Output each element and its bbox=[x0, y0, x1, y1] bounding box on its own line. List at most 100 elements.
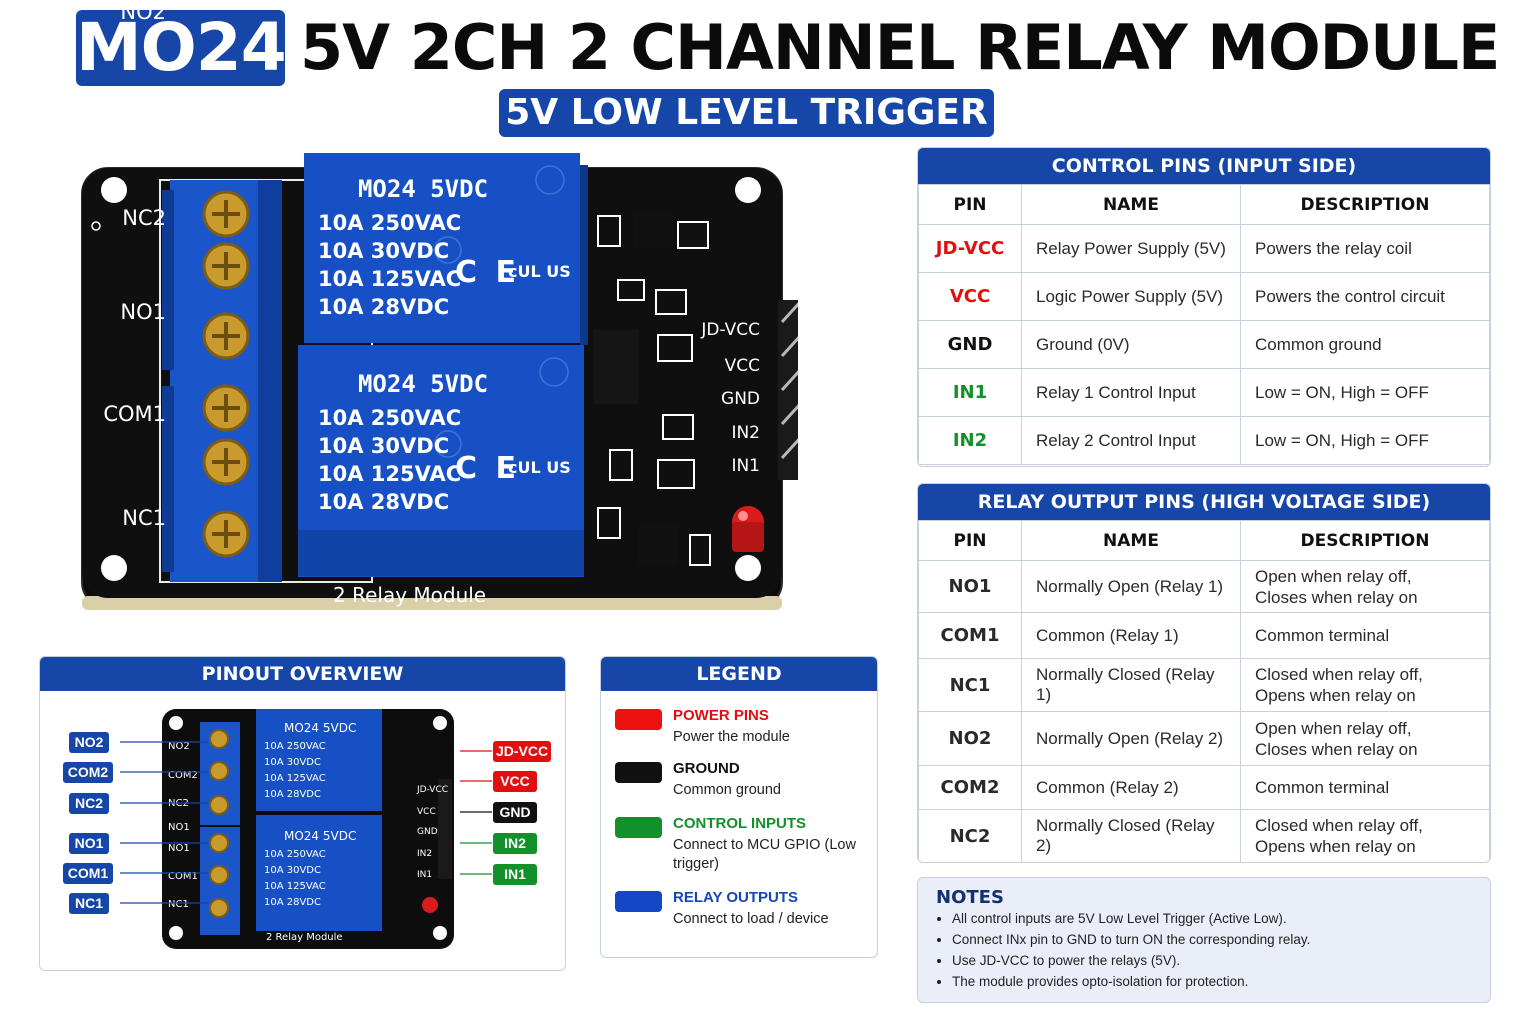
relay-output-title: RELAY OUTPUT PINS (HIGH VOLTAGE SIDE) bbox=[918, 484, 1490, 520]
page-title: 5V 2CH 2 CHANNEL RELAY MODULE bbox=[300, 11, 1500, 84]
pinout-relay-spec: 10A 125VAC bbox=[264, 881, 326, 892]
pinout-tag-gnd: GND bbox=[493, 802, 537, 823]
legend-item: RELAY OUTPUTS Connect to load / device bbox=[615, 889, 865, 939]
pinout-board-pin-label: IN2 bbox=[417, 849, 433, 859]
legend-item-desc: Connect to MCU GPIO (Low trigger) bbox=[673, 837, 856, 872]
terminal-screw bbox=[209, 833, 229, 853]
description-line-2: Closes when relay on bbox=[1255, 739, 1418, 759]
pinout-tag-no2: NO2 bbox=[69, 732, 109, 753]
brand-badge: MO24 bbox=[76, 9, 287, 86]
legend-swatch bbox=[615, 891, 662, 912]
relay-spec-line: 10A 30VDC bbox=[318, 434, 450, 458]
name-cell: Ground (0V) bbox=[1021, 320, 1241, 369]
legend-swatch bbox=[615, 817, 662, 838]
description-cell: Low = ON, High = OFF bbox=[1240, 416, 1490, 465]
pinout-board-label: NC1 bbox=[168, 899, 189, 910]
board-pin-label-in2: IN2 bbox=[731, 423, 760, 443]
relay-top-model: MO24 5VDC bbox=[357, 175, 489, 203]
description-line-2: Closes when relay on bbox=[1255, 587, 1418, 607]
note-item: The module provides opto-isolation for p… bbox=[952, 971, 1310, 992]
board-bottom-label: 2 Relay Module bbox=[333, 583, 487, 607]
description-cell: Open when relay off,Closes when relay on bbox=[1240, 711, 1490, 766]
pinout-title: PINOUT OVERVIEW bbox=[40, 657, 565, 691]
pinout-tag-in1: IN1 bbox=[493, 864, 537, 885]
pinout-board-pin-label: VCC bbox=[417, 807, 436, 817]
legend-item-title: CONTROL INPUTS bbox=[673, 815, 807, 832]
pinout-tag-no1: NO1 bbox=[69, 833, 109, 854]
legend-item-desc: Connect to load / device bbox=[673, 911, 829, 927]
relay-spec-line: 10A 250VAC bbox=[318, 406, 462, 430]
relay-bottom-model: MO24 5VDC bbox=[357, 370, 489, 398]
relay-output-table: RELAY OUTPUT PINS (HIGH VOLTAGE SIDE) PI… bbox=[917, 483, 1491, 863]
pinout-leader-lines bbox=[120, 741, 492, 904]
legend-item-desc: Power the module bbox=[673, 729, 790, 745]
pinout-board-label: NO1 bbox=[168, 843, 190, 854]
pinout-relay-spec: 10A 30VDC bbox=[264, 865, 321, 876]
relay-spec-line: 10A 125VAC bbox=[318, 462, 462, 486]
relay-spec-line: 10A 28VDC bbox=[318, 295, 450, 319]
pinout-tag-nc1: NC1 bbox=[69, 893, 109, 914]
board-pin-label-jd-vcc: JD-VCC bbox=[701, 320, 760, 340]
note-item: Connect INx pin to GND to turn ON the co… bbox=[952, 929, 1310, 950]
relay-board-illustration bbox=[81, 153, 798, 610]
pinout-relay-model: MO24 5VDC bbox=[284, 829, 357, 843]
relay-bottom-body bbox=[298, 345, 584, 577]
board-pin-label-in1: IN1 bbox=[731, 456, 760, 476]
board-label-nc1: NC1 bbox=[122, 506, 166, 530]
description-line-2: Opens when relay on bbox=[1255, 686, 1416, 705]
board-label-com2: COM2 bbox=[103, 104, 166, 128]
col-pin: PIN bbox=[918, 184, 1022, 225]
pin-cell: COM1 bbox=[918, 612, 1022, 659]
board-label-com1: COM1 bbox=[103, 402, 166, 426]
name-cell: Normally Open (Relay 2) bbox=[1021, 711, 1241, 766]
pinout-tag-vcc: VCC bbox=[493, 771, 537, 792]
control-pins-table: CONTROL PINS (INPUT SIDE) PIN NAME DESCR… bbox=[917, 147, 1491, 467]
legend-swatch bbox=[615, 709, 662, 730]
pinout-tag-jd-vcc: JD-VCC bbox=[493, 741, 551, 762]
name-cell: Normally Closed (Relay 1) bbox=[1021, 658, 1241, 712]
description-line-1: Open when relay off, bbox=[1255, 566, 1412, 586]
description-cell: Powers the relay coil bbox=[1240, 224, 1490, 273]
pinout-board-label: COM2 bbox=[168, 770, 198, 781]
name-cell: Relay 2 Control Input bbox=[1021, 416, 1241, 465]
description-line-1: Open when relay off, bbox=[1255, 718, 1412, 738]
terminal-screw bbox=[209, 898, 229, 918]
board-label-no2: NO2 bbox=[120, 0, 166, 24]
legend-item-title: RELAY OUTPUTS bbox=[673, 889, 799, 906]
description-line-1: Common terminal bbox=[1255, 778, 1390, 797]
ul-mark-bottom: cUL US bbox=[508, 458, 571, 477]
pinout-board-label: NO2 bbox=[168, 741, 190, 752]
description-line-1: Closed when relay off, bbox=[1255, 665, 1423, 684]
pinout-relay-model: MO24 5VDC bbox=[284, 721, 357, 735]
notes-list: All control inputs are 5V Low Level Trig… bbox=[936, 908, 1310, 992]
description-cell: Powers the control circuit bbox=[1240, 272, 1490, 321]
pinout-relay-spec: 10A 28VDC bbox=[264, 897, 321, 908]
pinout-relay-spec: 10A 250VAC bbox=[264, 741, 326, 752]
pin-cell: NO2 bbox=[918, 711, 1022, 766]
name-cell: Common (Relay 2) bbox=[1021, 765, 1241, 810]
ce-mark-bottom: C E bbox=[455, 451, 520, 486]
control-pins-title: CONTROL PINS (INPUT SIDE) bbox=[918, 148, 1490, 184]
pinout-board-label: NO1 bbox=[168, 822, 190, 833]
notes-panel: NOTES All control inputs are 5V Low Leve… bbox=[917, 877, 1491, 1003]
pin-cell: NC2 bbox=[918, 809, 1022, 862]
name-cell: Relay 1 Control Input bbox=[1021, 368, 1241, 417]
relay-spec-line: 10A 30VDC bbox=[318, 239, 450, 263]
description-cell: Common terminal bbox=[1240, 612, 1490, 659]
name-cell: Normally Open (Relay 1) bbox=[1021, 560, 1241, 613]
terminal-screw bbox=[209, 729, 229, 749]
name-cell: Relay Power Supply (5V) bbox=[1021, 224, 1241, 273]
